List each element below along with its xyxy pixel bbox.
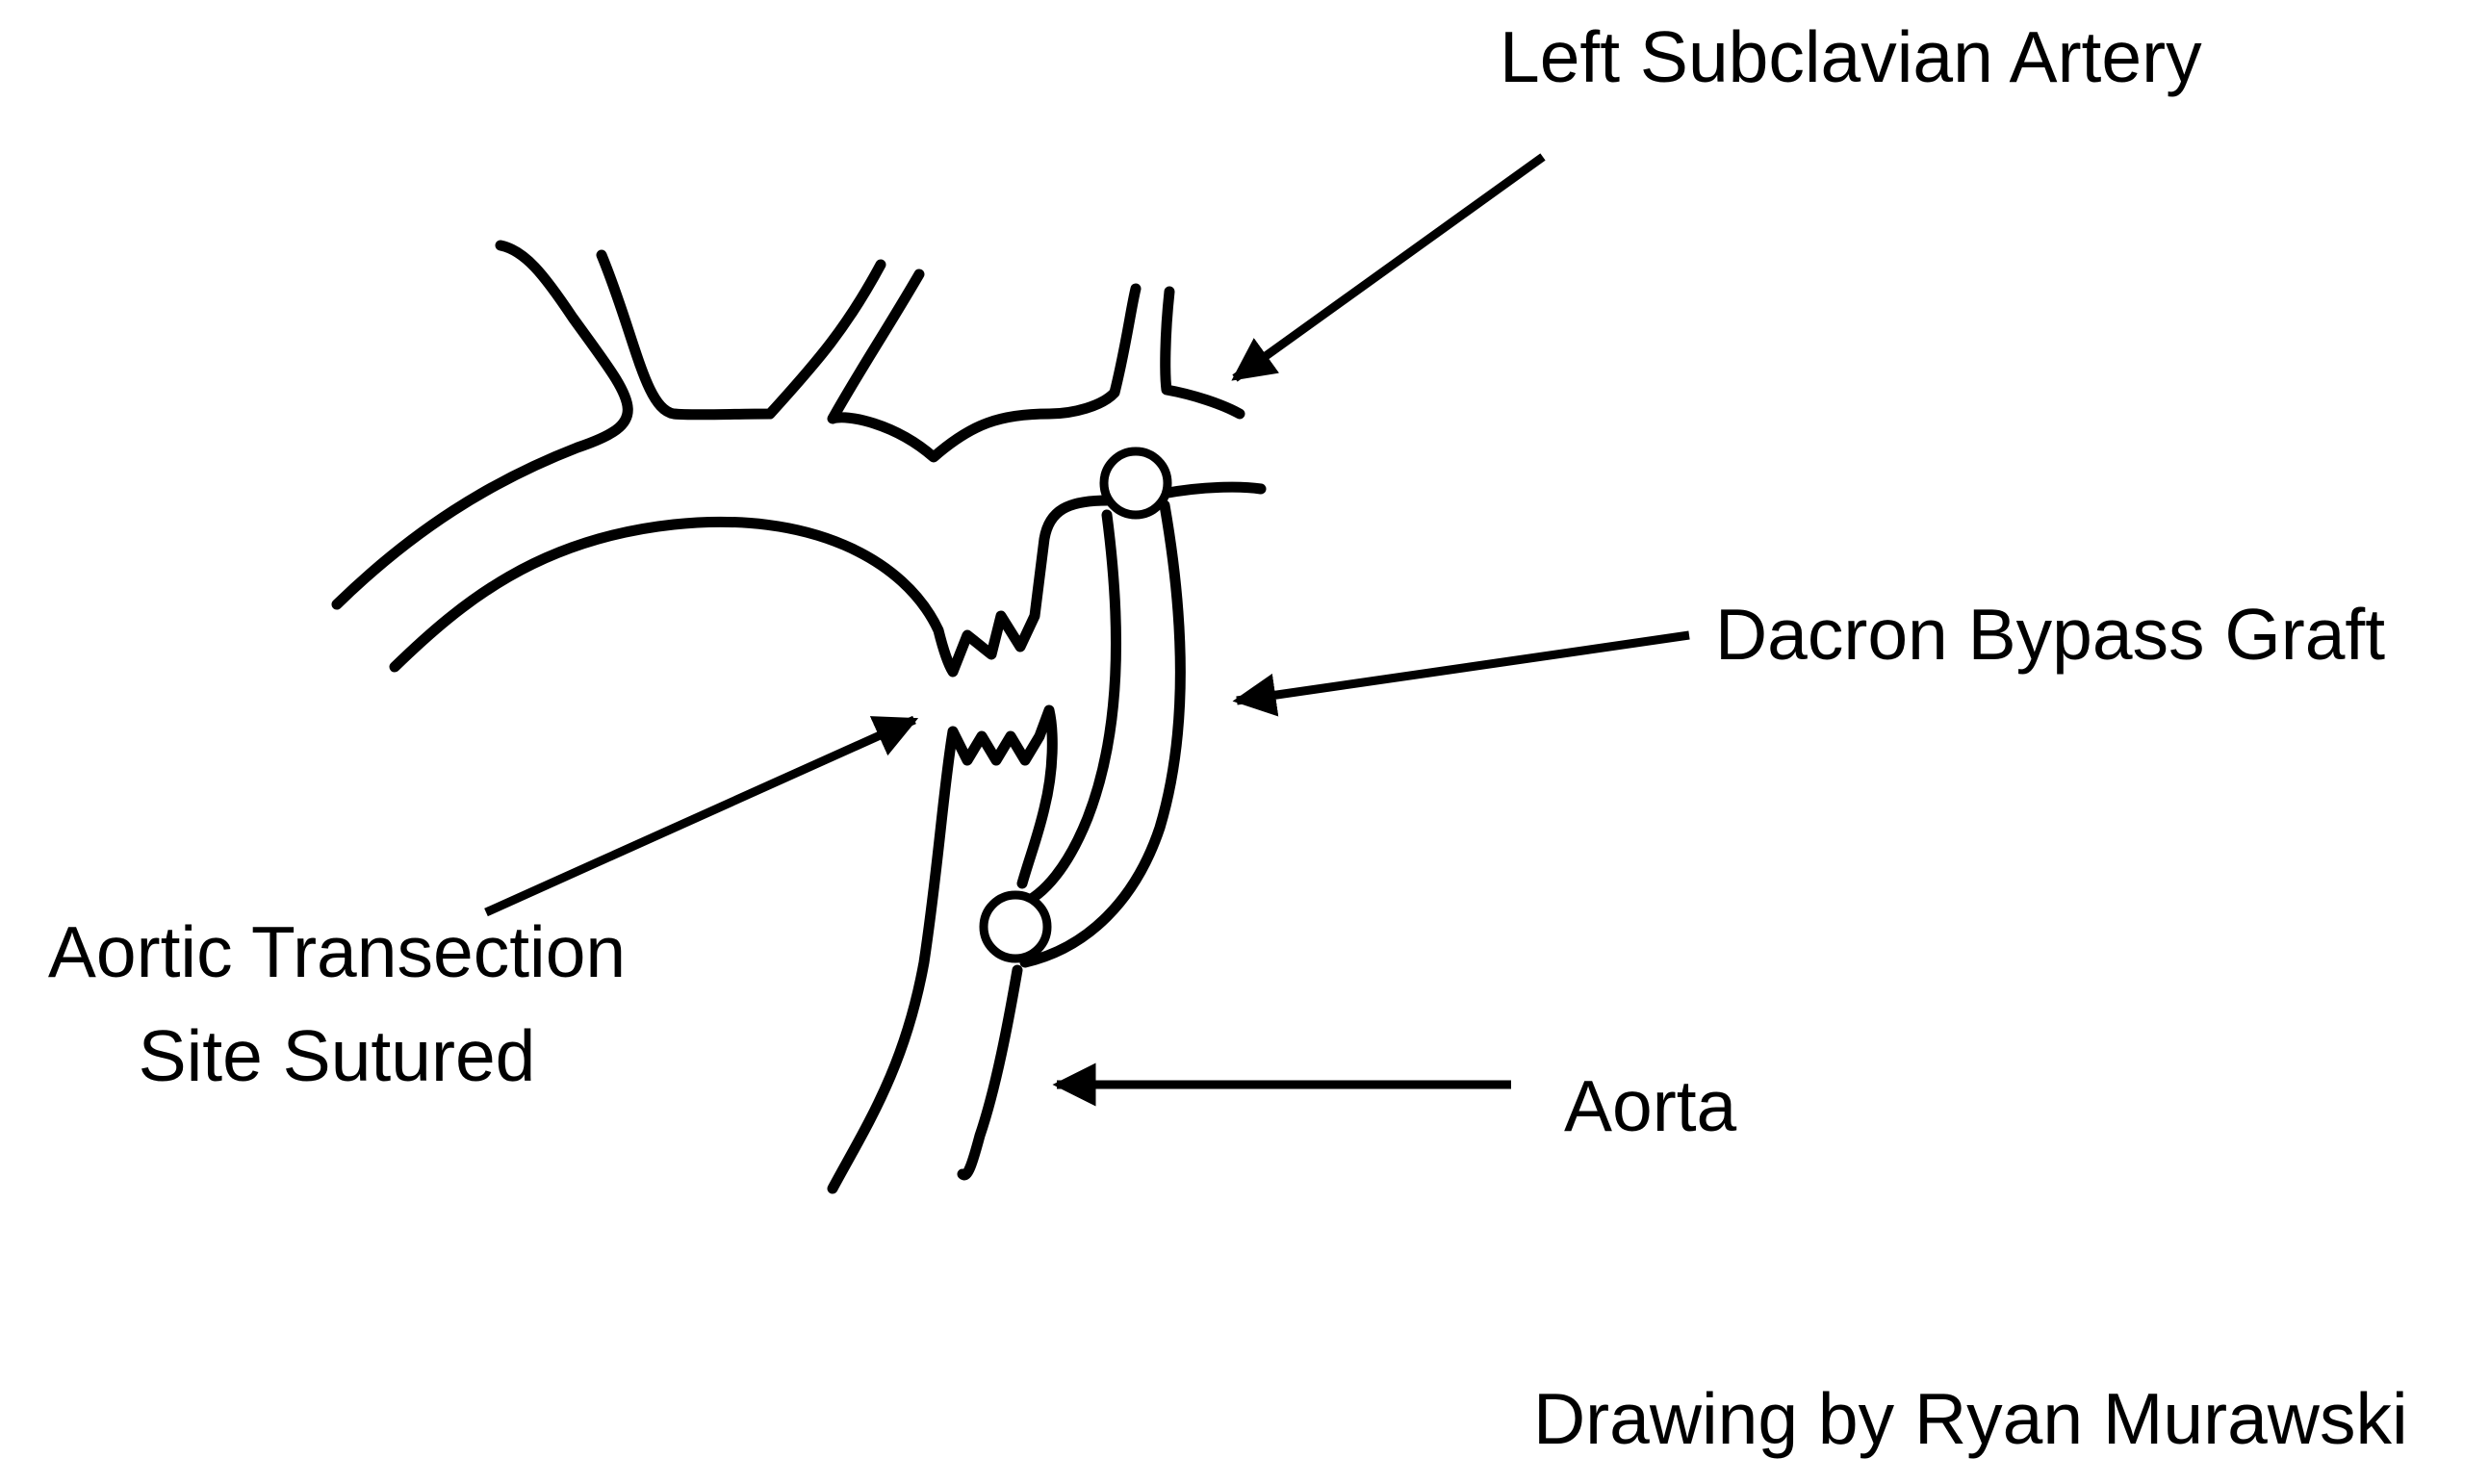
label-left-subclavian-artery: Left Subclavian Artery <box>1500 16 2202 97</box>
arrow-left-subclavian-artery <box>1231 153 1546 382</box>
descending-aorta-right-wall <box>957 964 1023 1181</box>
proximal-anastomosis <box>1099 447 1172 520</box>
bypass-graft-inner-wall <box>1014 509 1122 910</box>
arrow-dacron-bypass-graft <box>1232 630 1690 717</box>
label-dacron-bypass-graft: Dacron Bypass Graft <box>1715 594 2385 675</box>
label-aortic-transection-line1: Aortic Transection <box>48 911 626 992</box>
arrow-aortic-transection-site <box>484 715 919 917</box>
aortic-arch-outer-wall <box>331 240 1245 610</box>
aortic-arch-inner-wall <box>389 495 1113 678</box>
bypass-graft-outer-wall <box>1019 499 1186 968</box>
label-aorta: Aorta <box>1564 1065 1737 1146</box>
label-aortic-transection-line2: Site Sutured <box>139 1015 536 1096</box>
drawing-credit: Drawing by Ryan Murawski <box>1533 1378 2408 1459</box>
distal-anastomosis <box>979 890 1052 963</box>
descending-aorta-left-wall <box>827 704 1058 1194</box>
subclavian-artery-continuation <box>1157 481 1267 499</box>
